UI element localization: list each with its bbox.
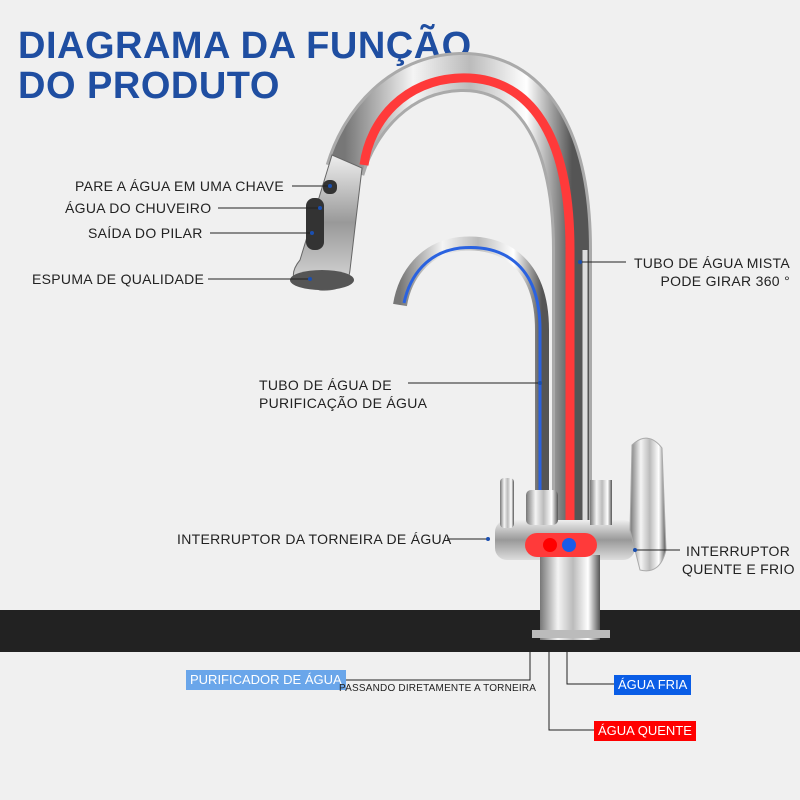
mode-button-icon — [306, 198, 324, 250]
tag-hot-water: ÁGUA QUENTE — [594, 721, 696, 741]
title-line-2: DO PRODUTO — [18, 65, 280, 107]
purifier-spout — [393, 236, 549, 495]
label-mixed-tube-2: PODE GIRAR 360 ° — [660, 273, 790, 289]
label-pillar: SAÍDA DO PILAR — [88, 225, 203, 241]
cold-indicator — [562, 538, 576, 552]
tag-purifier: PURIFICADOR DE ÁGUA — [186, 670, 346, 690]
sprayhead — [292, 154, 363, 291]
tag-cold-water: ÁGUA FRIA — [614, 675, 692, 695]
mixing-chamber — [525, 533, 597, 557]
hot-water-path — [359, 73, 575, 530]
label-purify-tube-1: TUBO DE ÁGUA DE — [259, 377, 392, 393]
label-hot-cold-2: QUENTE E FRIO — [682, 561, 795, 577]
label-shower: ÁGUA DO CHUVEIRO — [65, 200, 212, 216]
purifier-lever — [500, 478, 514, 528]
leader-lines — [208, 185, 680, 731]
faucet-base — [540, 555, 600, 640]
purifier-note: PASSANDO DIRETAMENTE A TORNEIRA — [339, 683, 537, 694]
countertop — [0, 610, 800, 652]
label-purify-tube-2: PURIFICAÇÃO DE ÁGUA — [259, 395, 428, 411]
leader-dots — [308, 184, 637, 552]
label-mixed-tube-1: TUBO DE ÁGUA MISTA — [633, 255, 790, 271]
label-hot-cold-1: INTERRUPTOR — [686, 543, 791, 559]
label-stop-button: PARE A ÁGUA EM UMA CHAVE — [75, 178, 284, 194]
title-line-1: DIAGRAMA DA FUNÇÃO — [18, 25, 472, 67]
label-tap-switch: INTERRUPTOR DA TORNEIRA DE ÁGUA — [177, 531, 452, 547]
hot-indicator — [543, 538, 557, 552]
label-foam: ESPUMA DE QUALIDADE — [32, 271, 205, 287]
